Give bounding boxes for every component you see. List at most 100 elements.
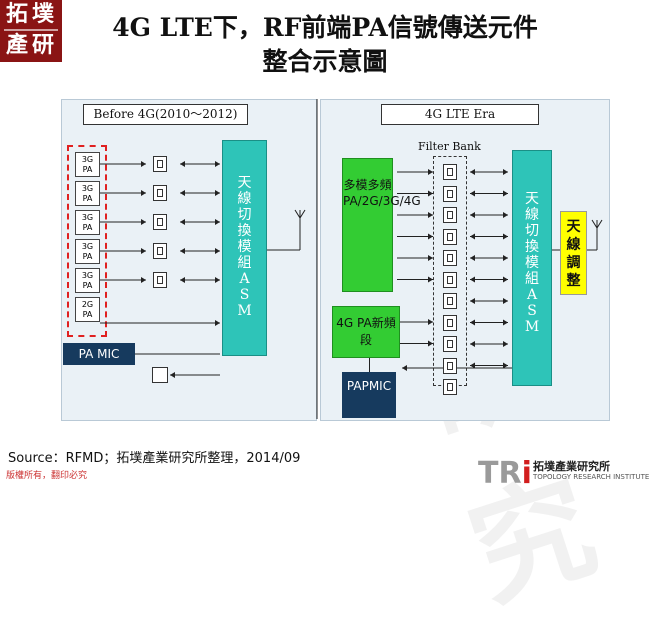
- arrowhead: [428, 319, 433, 325]
- antenna-leg: [591, 219, 598, 229]
- arrowhead: [470, 212, 475, 218]
- right-panel-header: 4G LTE Era: [381, 104, 539, 125]
- tuner-char: 整: [566, 273, 581, 289]
- filter-icon: [443, 228, 457, 245]
- filter-icon: [443, 271, 457, 288]
- asm-char: A: [239, 271, 250, 287]
- newband-line: 新頻段: [359, 316, 396, 347]
- pa-band: 2G: [81, 300, 94, 309]
- asm-char: 組: [525, 271, 539, 287]
- pa-band: 3G: [81, 271, 94, 280]
- arrowhead: [503, 319, 508, 326]
- pa-type: PA: [82, 165, 93, 174]
- page-subtitle: 整合示意圖: [262, 47, 388, 76]
- newband-line: 4G PA: [336, 316, 372, 330]
- pa-type: PA: [82, 223, 93, 232]
- arrowhead: [503, 298, 508, 304]
- arrowhead: [428, 340, 433, 347]
- arrowhead: [428, 190, 433, 197]
- pa-mic-block: PA MIC: [63, 343, 135, 365]
- antenna-tuner-block: 天線調整: [560, 211, 587, 295]
- filter-icon: [153, 156, 167, 172]
- mic-filter-icon: [152, 367, 168, 383]
- pmic-connector: [369, 358, 370, 372]
- multimode-line: 多模: [343, 178, 368, 192]
- asm-char: 天: [525, 191, 539, 207]
- asm-char: S: [527, 303, 537, 319]
- pa-band: 3G: [81, 184, 94, 193]
- arrowhead: [503, 276, 508, 283]
- pa-type: PA: [82, 310, 93, 319]
- arrowhead: [215, 320, 220, 326]
- pa-band: 3G: [81, 242, 94, 251]
- arrowhead: [503, 255, 508, 261]
- pa-type: PA: [82, 194, 93, 203]
- asm-char: 切: [237, 207, 252, 223]
- filter-icon: [153, 272, 167, 288]
- multimode-line: 2G/: [361, 194, 383, 208]
- arrowhead: [503, 341, 508, 347]
- arrowhead: [215, 190, 220, 196]
- source-note: Source：RFMD；拓墣產業研究所整理，2014/09: [8, 451, 301, 466]
- filter-icon: [153, 214, 167, 230]
- arrowhead: [215, 277, 220, 283]
- asm-char: 天: [237, 175, 252, 191]
- filter-icon: [443, 250, 457, 266]
- multimode-line: PA/: [343, 194, 362, 208]
- newband-pa-block: 4G PA新頻段: [332, 306, 400, 358]
- pa-band: 3G: [81, 213, 94, 222]
- filter-icon: [443, 293, 457, 309]
- antenna-leg: [596, 219, 603, 229]
- tri-logo-en: TOPOLOGY RESEARCH INSTITUTE: [533, 473, 650, 481]
- filter-icon: [443, 357, 457, 374]
- arrowhead: [470, 190, 475, 197]
- arrowhead: [180, 277, 185, 283]
- filter-icon: [443, 185, 457, 202]
- tri-logo-cn: 拓墣產業研究所: [533, 460, 610, 473]
- filter-icon: [443, 207, 457, 223]
- filter-icon: [443, 379, 457, 395]
- arrowhead: [141, 277, 146, 283]
- asm-char: 模: [237, 239, 252, 255]
- asm-char: S: [239, 287, 250, 303]
- arrowhead: [470, 362, 475, 369]
- logo-char: 產: [6, 32, 29, 58]
- arrowhead: [503, 190, 508, 197]
- arrowhead: [402, 365, 407, 371]
- institute-logo: 拓 墣 產 研: [0, 0, 62, 62]
- arrowhead: [141, 161, 146, 167]
- arrowhead: [141, 190, 146, 196]
- logo-char: 墣: [32, 1, 55, 27]
- arrowhead: [141, 219, 146, 225]
- tuner-char: 調: [566, 255, 581, 271]
- arrowhead: [170, 372, 175, 378]
- asm-char: 線: [525, 207, 539, 223]
- tuner-char: 線: [566, 237, 581, 253]
- pa-group-highlight: [67, 145, 107, 337]
- arrowhead: [470, 233, 475, 240]
- arrowhead: [503, 233, 508, 240]
- arrowhead: [470, 255, 475, 261]
- arrowhead: [470, 298, 475, 304]
- filter-icon: [153, 243, 167, 259]
- arrowhead: [215, 161, 220, 167]
- pmic-line: PA: [346, 379, 362, 393]
- left-panel-header: Before 4G(2010～2012): [83, 104, 248, 125]
- antenna-leg: [294, 209, 301, 219]
- arrowhead: [215, 248, 220, 254]
- arrowhead: [180, 219, 185, 225]
- filter-icon: [443, 336, 457, 352]
- arrowhead: [428, 169, 433, 175]
- filter-icon: [443, 314, 457, 331]
- page-title: 4G LTE下，RF前端PA信號傳送元件: [112, 13, 538, 42]
- arrowhead: [470, 341, 475, 347]
- antenna-leg: [299, 209, 306, 219]
- asm-char: A: [526, 287, 538, 303]
